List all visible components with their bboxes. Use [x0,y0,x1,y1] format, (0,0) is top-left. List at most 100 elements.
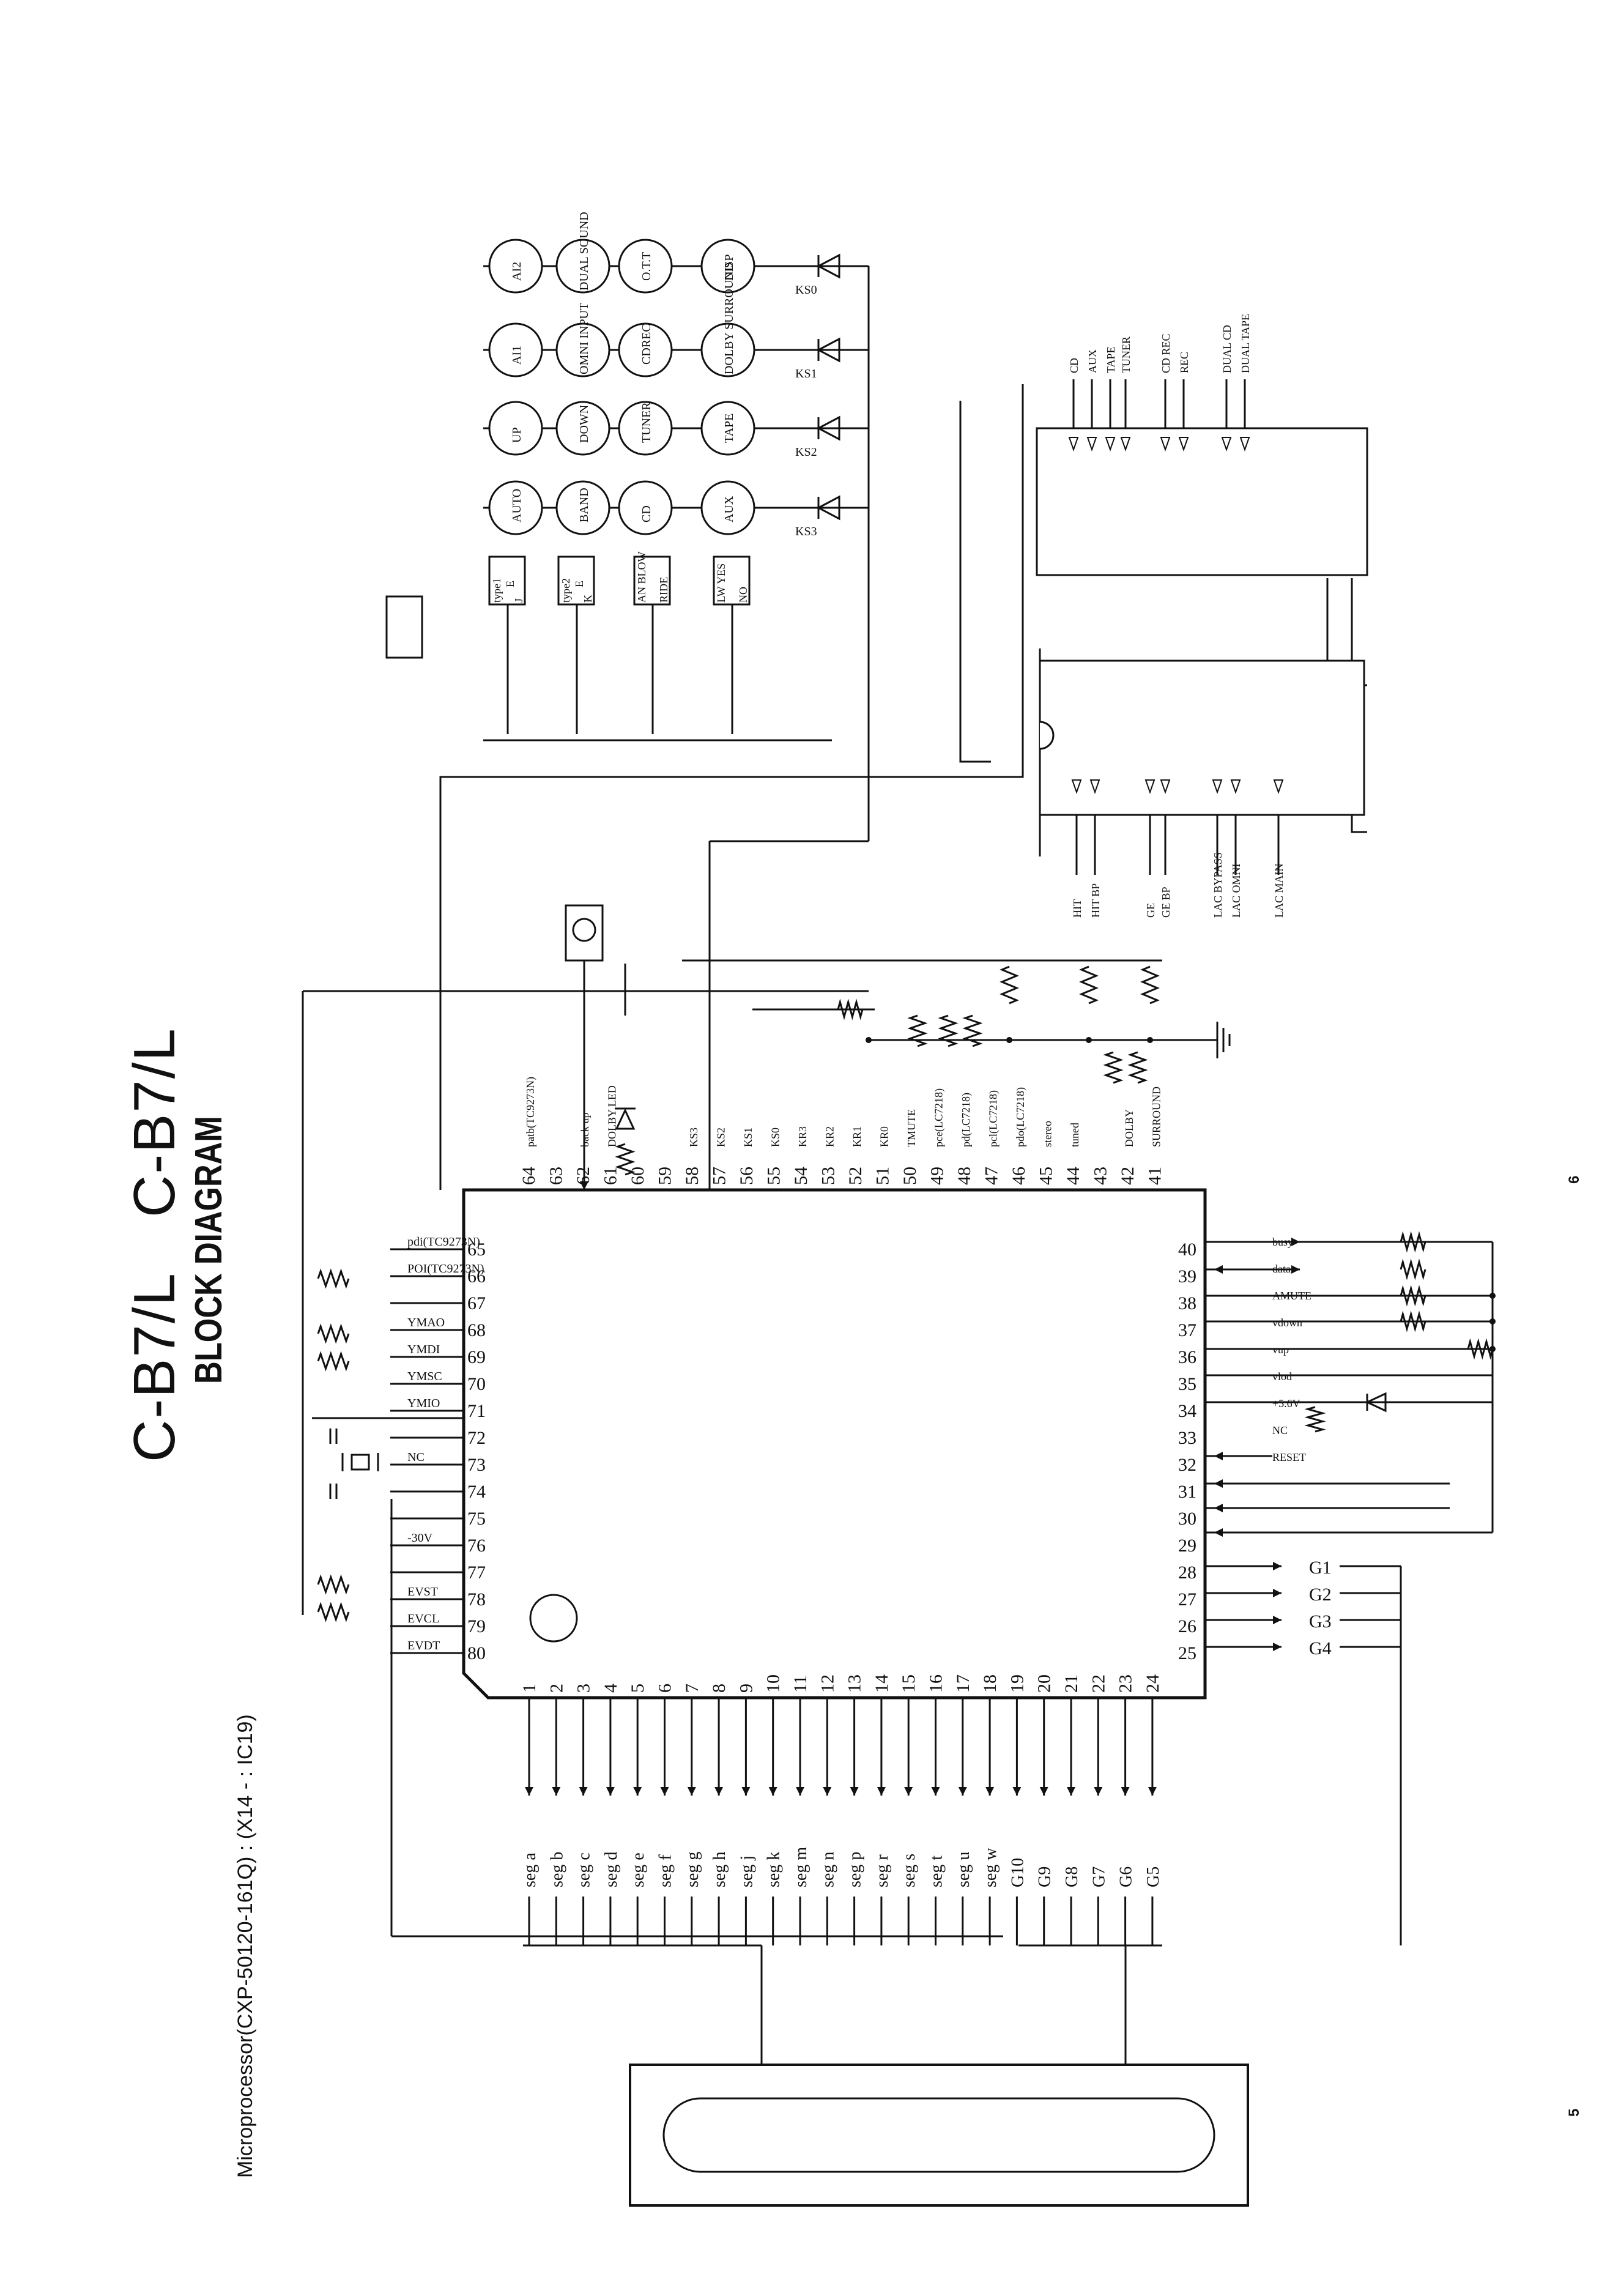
segment-label: seg e [629,1852,648,1887]
tc9164-switch [1160,437,1171,452]
mcu-bottom-pin-number: 10 [763,1674,784,1693]
tc9162-switch [1144,779,1155,795]
tc9164-output-label: CD [1068,358,1080,373]
segment-label: seg k [765,1852,784,1887]
left-resistor [317,1323,350,1344]
mcu-top-signal: tuned [1069,1123,1081,1147]
tc9164-switch [1086,437,1097,452]
mcu-bottom-pin-number: 16 [926,1674,946,1693]
scan-diode [816,337,840,363]
mcu-left-signal: EVDT [407,1639,440,1652]
junction-dot [1006,1037,1012,1043]
mcu-right-pin-number: 40 [1178,1239,1196,1260]
key-label: AUTO [510,489,524,522]
arrow-head [1214,1452,1223,1460]
mcu-top-pin-number: 41 [1145,1167,1165,1185]
mcu-top-pin-number: 62 [573,1167,593,1185]
key-button [555,401,610,456]
mcu-right-pin-number: 39 [1178,1266,1196,1287]
segment-arrow [877,1787,886,1796]
right-resistor [1400,1310,1426,1332]
option-switch [633,555,671,606]
mcu-top-signal: KS0 [770,1128,782,1147]
segment-arrow [606,1787,615,1796]
mcu-top-signal: pdo(LC7218) [1014,1087,1027,1147]
mcu-right-pin-number: 26 [1178,1616,1196,1637]
scan-diode [816,495,840,521]
remocon-receiver [565,904,604,962]
mcu-left-pin-number: 66 [467,1266,486,1287]
junction-dot [1086,1037,1092,1043]
mcu-bottom-pin-number: 18 [980,1674,1000,1693]
mcu-bottom-pin-number: 13 [845,1674,865,1693]
segment-arrow [904,1787,913,1796]
mcu-left-pin-number: 79 [467,1616,486,1637]
zener-diode [1365,1392,1387,1413]
reset-resistor [1304,1406,1326,1433]
scan-label: KS1 [795,367,817,381]
tc9162-output-label: LAC MAIN [1273,864,1285,918]
dolby-led [615,1108,636,1130]
mcu-right-pin-number: 34 [1178,1401,1196,1421]
mcu-right-pin-number: 29 [1178,1536,1196,1556]
key-label: CDREC [640,324,653,365]
segment-label: seg w [981,1848,1000,1887]
mcu-top-pin-number: 44 [1063,1167,1083,1185]
led-resistor [615,1143,636,1176]
key-button [488,480,543,535]
segment-label: seg j [737,1856,756,1887]
mcu-top-pin-number: 43 [1091,1167,1111,1185]
option-a: E [573,581,585,587]
mcu-right-pin-number: 37 [1178,1320,1196,1340]
grid-arrow [1273,1562,1282,1570]
page-number-right: 6 [1566,1175,1582,1184]
segment-label: seg a [521,1852,540,1887]
segment-arrow [1067,1787,1075,1796]
mcu-top-signal: KS1 [742,1128,754,1147]
mcu-bottom-pin-number: 4 [601,1684,621,1693]
left-resistor [317,1602,350,1622]
segment-label: seg t [927,1856,946,1887]
mcu-left-pin-number: 65 [467,1239,486,1260]
mcu-top-signal: KR0 [878,1126,891,1147]
pullup-resistor [1127,1051,1148,1084]
mcu-left-signal: YMDI [407,1343,440,1356]
tc9162-switch [1089,779,1100,795]
mcu-top-pin-number: 59 [655,1167,675,1185]
mcu-top-pin-number: 61 [601,1167,621,1185]
mcu-left-pin-number: 77 [467,1562,486,1583]
tc9162-output-label: GE BP [1160,886,1172,918]
pullup-resistor [907,1014,928,1047]
tc9162-switch [1160,779,1171,795]
tc9164-package [1036,427,1368,576]
mcu-left-pin-number: 70 [467,1374,486,1394]
segment-label: seg p [846,1852,865,1887]
block-diagram-title: BLOCK DIAGRAM [188,1116,230,1384]
mcu-left-pin-number: 69 [467,1347,486,1367]
segment-label: seg d [602,1852,621,1887]
mcu-bottom-pin-number: 15 [899,1674,919,1693]
key-button [618,480,673,535]
mcu-right-signal: NC [1272,1424,1288,1436]
tc9164-output-label: DUAL TAPE [1239,314,1252,373]
mcu-top-pin-number: 42 [1118,1167,1138,1185]
mcu-top-pin-number: 54 [791,1167,811,1185]
segment-label: G9 [1036,1867,1055,1887]
tc9164-control-wire [439,384,1024,1190]
mcu-right-signal: data [1272,1263,1291,1275]
mcu-left-pin-number: 67 [467,1293,486,1313]
mcu-right-signal: G3 [1309,1611,1332,1632]
model-title-2: C-B7/L [122,1027,187,1217]
mcu-left-signal: POI(TC9273N) [407,1262,484,1276]
segment-arrow [1094,1787,1103,1796]
mcu-right-signal: G4 [1309,1638,1332,1659]
segment-arrow [796,1787,804,1796]
mcu-top-pin-number: 46 [1009,1167,1029,1185]
tc9164-switch [1221,437,1232,452]
segment-label: seg n [818,1852,837,1887]
components [317,239,1496,2207]
mcu-bottom-pin-number: 23 [1116,1674,1136,1693]
mcu-right-signal: vlod [1272,1370,1292,1383]
